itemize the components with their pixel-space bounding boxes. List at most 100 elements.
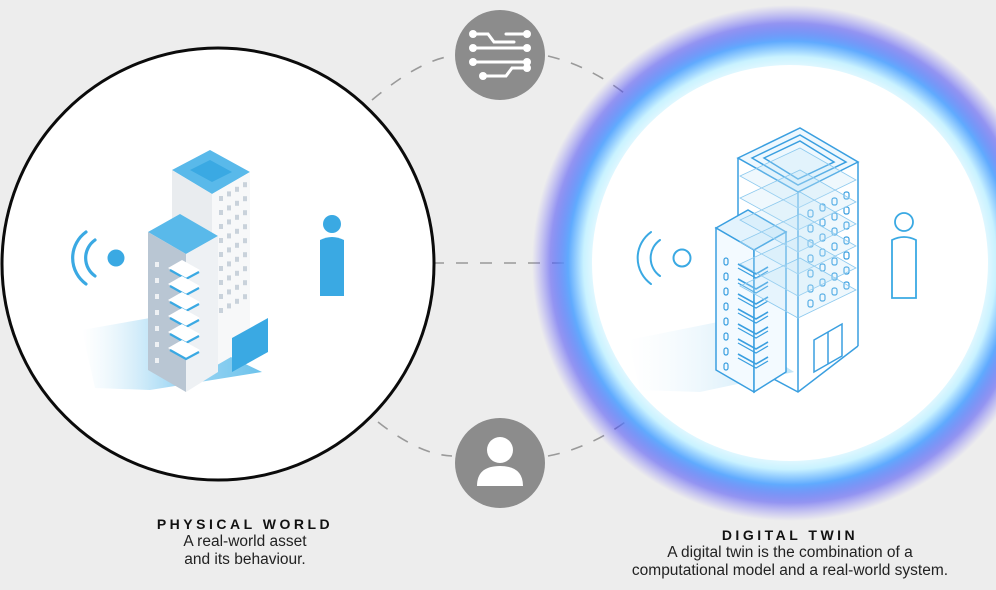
window bbox=[155, 294, 159, 299]
window bbox=[831, 197, 838, 206]
window bbox=[219, 266, 223, 271]
balcony bbox=[168, 308, 200, 326]
window bbox=[243, 280, 247, 286]
balcony bbox=[168, 340, 200, 358]
window bbox=[723, 362, 729, 371]
window bbox=[723, 272, 729, 281]
window bbox=[843, 236, 850, 245]
window bbox=[219, 224, 223, 229]
balcony bbox=[168, 276, 200, 294]
window bbox=[155, 358, 159, 363]
balcony-rail bbox=[737, 353, 769, 365]
digital-floor-planes bbox=[739, 147, 857, 319]
window bbox=[807, 224, 814, 233]
balcony-rail bbox=[737, 297, 769, 309]
window bbox=[807, 254, 814, 263]
window bbox=[723, 302, 729, 311]
window bbox=[831, 212, 838, 221]
floor-plane bbox=[739, 213, 857, 275]
digital-twin-description-line-2: computational model and a real-world sys… bbox=[631, 562, 949, 579]
window bbox=[155, 342, 159, 347]
window bbox=[243, 294, 247, 300]
balcony-rail bbox=[737, 278, 769, 290]
window bbox=[227, 261, 231, 267]
balcony-rail bbox=[737, 263, 769, 275]
floor-plane bbox=[739, 191, 857, 253]
physical-world-title: PHYSICAL WORLD bbox=[156, 516, 334, 532]
window bbox=[235, 200, 239, 206]
window bbox=[819, 278, 826, 287]
physical-world-caption: PHYSICAL WORLD A real-world asset and it… bbox=[110, 516, 380, 569]
window bbox=[819, 233, 826, 242]
window bbox=[243, 182, 247, 188]
person-icon bbox=[320, 215, 344, 296]
window bbox=[831, 227, 838, 236]
balcony-rail bbox=[737, 338, 769, 350]
circuit-chip-icon bbox=[474, 32, 526, 78]
window bbox=[235, 256, 239, 262]
window bbox=[819, 218, 826, 227]
physical-world-description-line-1: A real-world asset bbox=[183, 533, 307, 550]
window bbox=[155, 326, 159, 331]
window bbox=[155, 310, 159, 315]
person-outline-icon bbox=[891, 212, 917, 299]
window bbox=[227, 303, 231, 309]
window bbox=[235, 284, 239, 290]
window bbox=[723, 332, 729, 341]
window bbox=[227, 205, 231, 211]
window bbox=[219, 238, 223, 243]
digital-twin-description-line-1: A digital twin is the combination of a bbox=[667, 544, 913, 561]
window bbox=[219, 196, 223, 201]
window bbox=[235, 214, 239, 220]
balcony-rail bbox=[737, 312, 769, 324]
window bbox=[227, 233, 231, 239]
window bbox=[723, 287, 729, 296]
physical-window-grid bbox=[155, 182, 247, 363]
window bbox=[155, 278, 159, 283]
digital-twin-circle bbox=[532, 5, 996, 521]
window bbox=[807, 209, 814, 218]
window bbox=[723, 317, 729, 326]
physical-world-circle bbox=[0, 46, 436, 482]
physical-world-description-line-2: and its behaviour. bbox=[184, 551, 306, 568]
window bbox=[243, 196, 247, 202]
window bbox=[227, 247, 231, 253]
floor-plane bbox=[739, 169, 857, 231]
window bbox=[227, 275, 231, 281]
window bbox=[155, 262, 159, 267]
floor-plane bbox=[739, 257, 857, 319]
window bbox=[235, 270, 239, 276]
window bbox=[843, 251, 850, 260]
balcony-rail bbox=[737, 342, 769, 354]
window bbox=[219, 280, 223, 285]
balcony bbox=[168, 260, 200, 278]
floor-plane bbox=[739, 235, 857, 297]
window bbox=[807, 269, 814, 278]
wireless-signal-outline-icon bbox=[636, 231, 692, 285]
window bbox=[819, 203, 826, 212]
window bbox=[243, 224, 247, 230]
window bbox=[723, 347, 729, 356]
user-node bbox=[455, 418, 545, 508]
window bbox=[227, 289, 231, 295]
window bbox=[235, 186, 239, 192]
digital-twin-title: DIGITAL TWIN bbox=[721, 527, 859, 543]
window bbox=[235, 298, 239, 304]
window bbox=[219, 210, 223, 215]
window bbox=[219, 308, 223, 313]
floor-plane bbox=[739, 147, 857, 209]
window bbox=[235, 242, 239, 248]
wireless-signal-icon bbox=[71, 230, 125, 286]
circuit-chip-node bbox=[455, 10, 545, 100]
balcony-rail bbox=[737, 323, 769, 335]
window bbox=[243, 210, 247, 216]
balcony-rail bbox=[737, 357, 769, 369]
window bbox=[243, 238, 247, 244]
balcony bbox=[168, 292, 200, 310]
digital-twin-caption: DIGITAL TWIN A digital twin is the combi… bbox=[575, 527, 996, 580]
window bbox=[219, 294, 223, 299]
window bbox=[843, 281, 850, 290]
physical-balconies bbox=[168, 260, 200, 361]
window bbox=[831, 242, 838, 251]
